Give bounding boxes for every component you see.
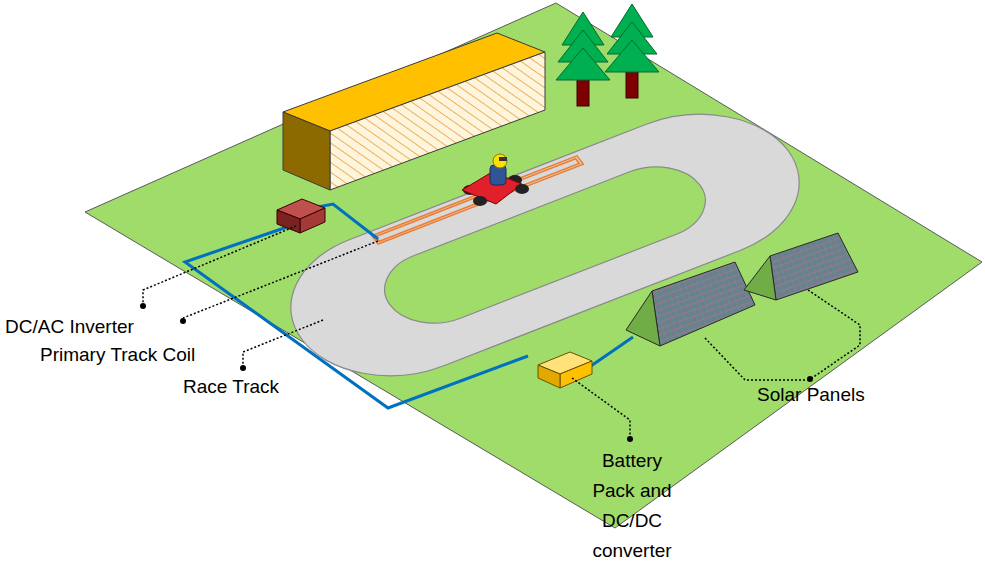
battery-box (538, 352, 592, 388)
part-label: Primary Track Coil (40, 344, 195, 366)
part-label: Race Track (183, 376, 279, 398)
solar-panel (744, 233, 858, 300)
tree (556, 12, 610, 106)
inverter-box (277, 199, 325, 233)
go-kart (462, 154, 529, 206)
power-wire (588, 337, 633, 368)
power-wire (318, 204, 378, 239)
leader-dot (140, 303, 813, 442)
ground (85, 3, 982, 528)
building-side (283, 112, 330, 190)
leader-line (143, 226, 860, 436)
race-track (255, 87, 836, 402)
part-label: Battery Pack and DC/DC converter (582, 446, 682, 566)
part-label: DC/AC Inverter (5, 316, 134, 338)
building-front (330, 52, 545, 190)
solar-panel (626, 262, 755, 346)
part-label: Solar Panels (757, 384, 865, 406)
tree (605, 4, 659, 98)
